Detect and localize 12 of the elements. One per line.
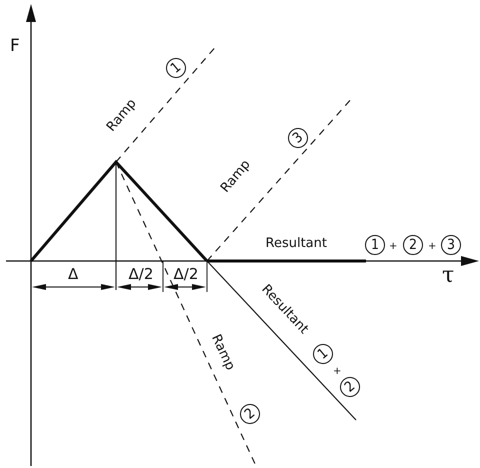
line-label: Ramp — [208, 332, 237, 372]
dimension-label: Δ — [68, 266, 78, 282]
dimension-label: Δ/2 — [128, 266, 154, 282]
plus-sign: + — [428, 242, 436, 252]
dimension-label: Δ/2 — [174, 266, 198, 282]
callout-number: 1 — [365, 235, 385, 255]
line-label: Resultant — [266, 236, 327, 250]
axis-label: F — [10, 38, 20, 54]
plus-sign: + — [389, 242, 398, 252]
callout-number: 2 — [403, 235, 423, 255]
axis-label: τ — [442, 265, 454, 287]
callout-number: 3 — [441, 235, 461, 255]
